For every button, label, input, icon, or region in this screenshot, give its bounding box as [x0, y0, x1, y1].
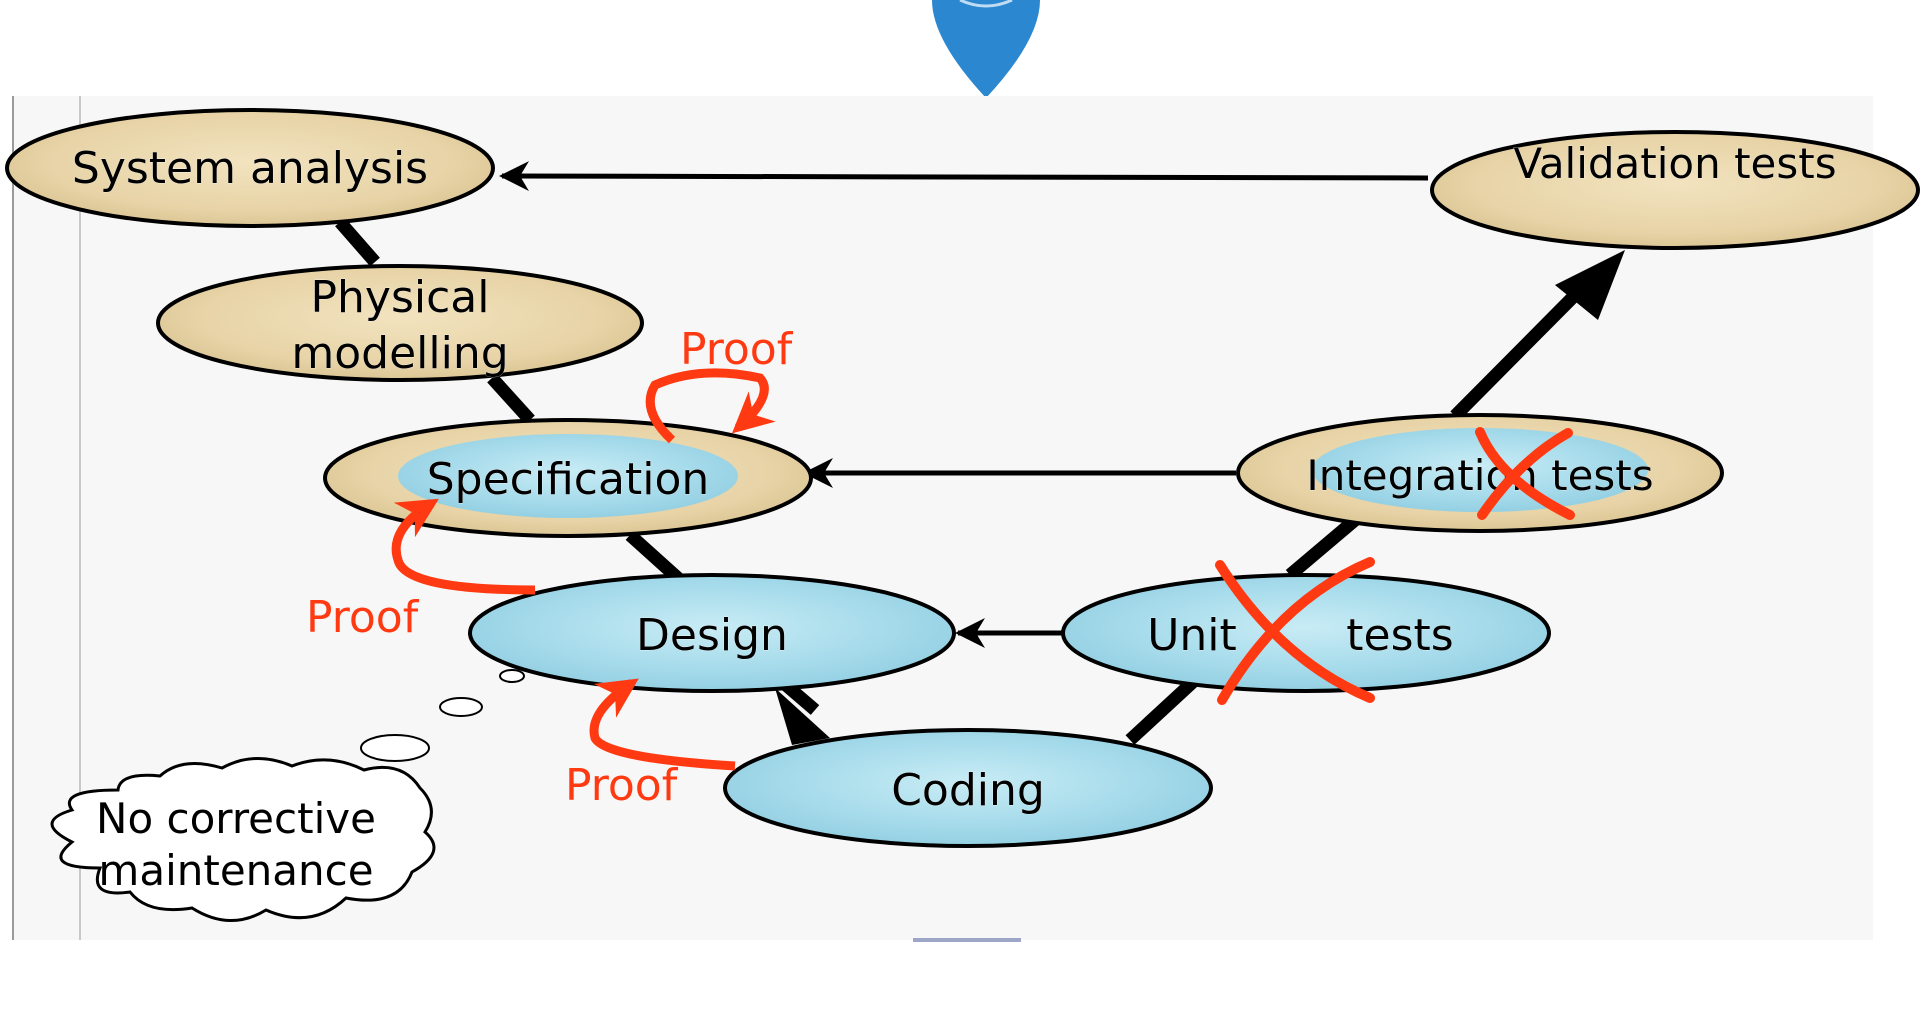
node-specification-label: Specification [427, 454, 710, 505]
panel-bottom-tab [913, 938, 1021, 942]
node-integration-tests: Integration tests [1236, 413, 1724, 533]
v-connectors [335, 217, 1585, 745]
unit-tests-cross-icon [1215, 557, 1375, 705]
pin-highlight [959, 0, 1013, 8]
node-unit-tests-word2: tests [1346, 610, 1453, 661]
node-physical-modelling: Physical modelling [156, 264, 644, 382]
callout-line1: No corrective [96, 794, 376, 843]
node-design: Design [468, 573, 956, 693]
node-coding: Coding [723, 728, 1213, 848]
no-corrective-maintenance-callout [50, 756, 436, 922]
node-system-analysis-label: System analysis [72, 143, 428, 194]
specification-self-proof-arrow [645, 368, 776, 444]
node-specification: Specification [323, 418, 813, 538]
pin-icon [932, 0, 1040, 98]
validation-to-system-arrow [499, 161, 1429, 192]
design-to-specification-proof-arrow [391, 498, 536, 595]
node-validation-tests: Validation tests [1430, 130, 1920, 250]
node-validation-tests-label: Validation tests [1513, 139, 1836, 188]
node-system-analysis: System analysis [5, 108, 495, 228]
node-design-label: Design [636, 610, 788, 661]
design-to-coding-arrowhead [775, 688, 830, 745]
node-coding-label: Coding [891, 765, 1045, 816]
design-to-specification-proof-label: Proof [306, 592, 420, 643]
thought-bubble-trail [360, 669, 525, 762]
node-unit-tests-word1: Unit [1147, 610, 1237, 661]
integration-tests-cross-icon [1475, 427, 1575, 520]
integration-to-validation-arrowhead [1555, 250, 1625, 320]
node-physical-modelling-line1: Physical [311, 272, 490, 323]
node-physical-modelling-line2: modelling [291, 328, 508, 379]
coding-to-design-proof-label: Proof [565, 760, 679, 811]
node-integration-tests-label: Integration tests [1306, 451, 1653, 500]
node-unit-tests: Unit tests [1061, 573, 1551, 693]
coding-to-design-proof-arrow [589, 678, 736, 771]
callout-line2: maintenance [98, 846, 373, 895]
specification-self-proof-label: Proof [680, 324, 794, 375]
